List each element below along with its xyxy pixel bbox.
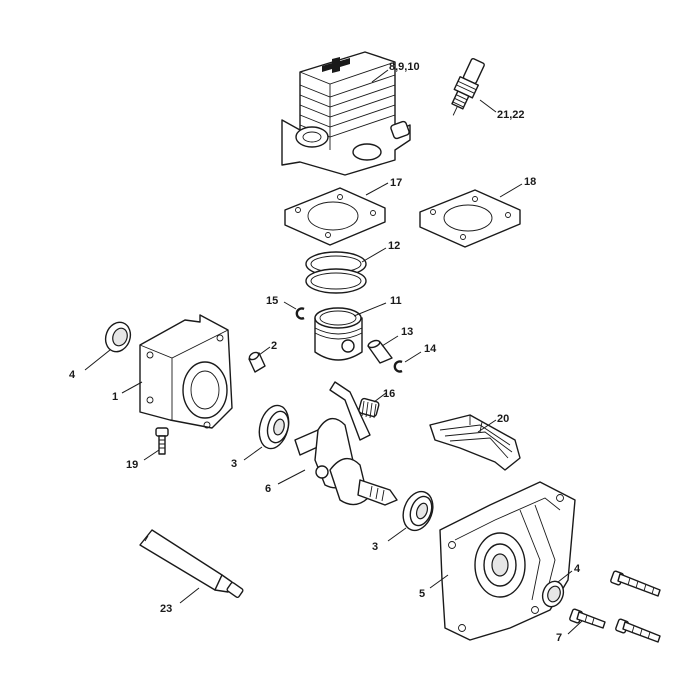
crankshaft-part	[294, 381, 398, 506]
cylinder-part	[281, 51, 411, 176]
label-gasket-17: 17	[390, 177, 402, 189]
leader-gasket-17	[365, 182, 389, 196]
grease-tube-part	[139, 529, 244, 599]
leader-spark-plug	[479, 99, 497, 113]
leader-screw-19	[143, 449, 160, 461]
label-crankcase-left: 1	[112, 391, 118, 403]
leader-circlip-14	[404, 351, 422, 363]
circlip-right-part	[393, 360, 403, 373]
leader-screw-7	[567, 620, 583, 635]
circlip-left-part	[295, 307, 305, 320]
leader-cylinder	[371, 69, 389, 83]
leader-seal-left	[84, 349, 111, 371]
label-gasket-18: 18	[524, 176, 536, 188]
piston-part	[314, 307, 363, 361]
label-shield: 20	[497, 413, 509, 425]
label-piston: 11	[390, 295, 402, 307]
needle-cage-part	[358, 397, 380, 419]
label-bearing-right: 3	[372, 541, 378, 553]
cylinder-gasket-part	[284, 187, 386, 246]
shield-part	[429, 414, 521, 471]
label-seal-left: 4	[69, 369, 76, 381]
screw-lower-right-part	[615, 618, 661, 643]
crankcase-left-part	[139, 314, 233, 429]
leader-bearing-right	[387, 527, 407, 542]
label-piston-ring: 12	[388, 240, 400, 252]
leader-sleeve	[258, 346, 271, 356]
label-needle-cage: 16	[383, 388, 395, 400]
label-circlip-14: 14	[424, 343, 437, 355]
oil-seal-left-part	[104, 321, 132, 353]
leader-piston	[353, 302, 387, 317]
leader-seal-right	[557, 570, 573, 583]
label-circlip-15: 15	[266, 295, 278, 307]
crankcase-right-part	[439, 481, 576, 641]
label-pin: 13	[401, 326, 413, 338]
leader-bearing-left	[243, 446, 263, 461]
label-spark-plug: 21,22	[497, 109, 525, 121]
leader-crankshaft	[277, 469, 306, 485]
label-crankcase-right: 5	[419, 588, 425, 600]
bearing-right-part	[402, 490, 434, 532]
leader-crankcase-right	[429, 574, 449, 589]
label-cylinder: 8,9,10	[389, 61, 420, 73]
label-crankshaft: 6	[265, 483, 271, 495]
leader-pin	[381, 335, 399, 347]
label-seal-right: 4	[574, 563, 581, 575]
bearing-left-part	[258, 404, 290, 450]
leader-gasket-18	[499, 183, 523, 198]
label-screw-7: 7	[556, 632, 562, 644]
screw-7-part	[569, 608, 606, 629]
leader-tube	[179, 587, 200, 604]
leader-needle-cage	[373, 392, 387, 403]
screw-19-part	[155, 427, 169, 455]
label-screw-19: 19	[126, 459, 138, 471]
muffler-gasket-part	[419, 189, 521, 248]
leader-piston-ring	[361, 247, 387, 263]
leader-crankcase-left	[121, 381, 143, 394]
spark-plug-part	[451, 57, 485, 116]
sleeve-part	[248, 351, 266, 373]
piston-pin-part	[367, 339, 393, 364]
screw-upper-right-part	[610, 570, 661, 597]
oil-seal-right-part	[541, 580, 565, 608]
label-sleeve: 2	[271, 340, 277, 352]
piston-ring-part	[305, 251, 367, 294]
label-bearing-left: 3	[231, 458, 237, 470]
leader-shield	[477, 419, 497, 433]
label-tube: 23	[160, 603, 172, 615]
leader-circlip-15	[283, 301, 297, 310]
